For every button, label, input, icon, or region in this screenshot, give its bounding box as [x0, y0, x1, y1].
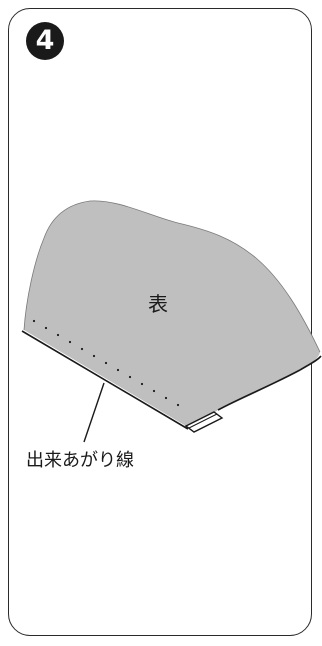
finish-line-dots	[32, 319, 180, 407]
fabric-hem-edge	[217, 355, 322, 411]
fabric-piece	[24, 200, 320, 428]
fabric-top-edge	[23, 200, 321, 353]
fabric-bottom-edge	[21, 330, 189, 430]
step-number-badge: 4	[26, 22, 64, 60]
finish-line-label: 出来あがり線	[26, 450, 134, 471]
fabric-face-label: 表	[148, 292, 168, 316]
callout-leader-line	[83, 382, 105, 443]
fabric-folded-corner	[184, 411, 224, 433]
